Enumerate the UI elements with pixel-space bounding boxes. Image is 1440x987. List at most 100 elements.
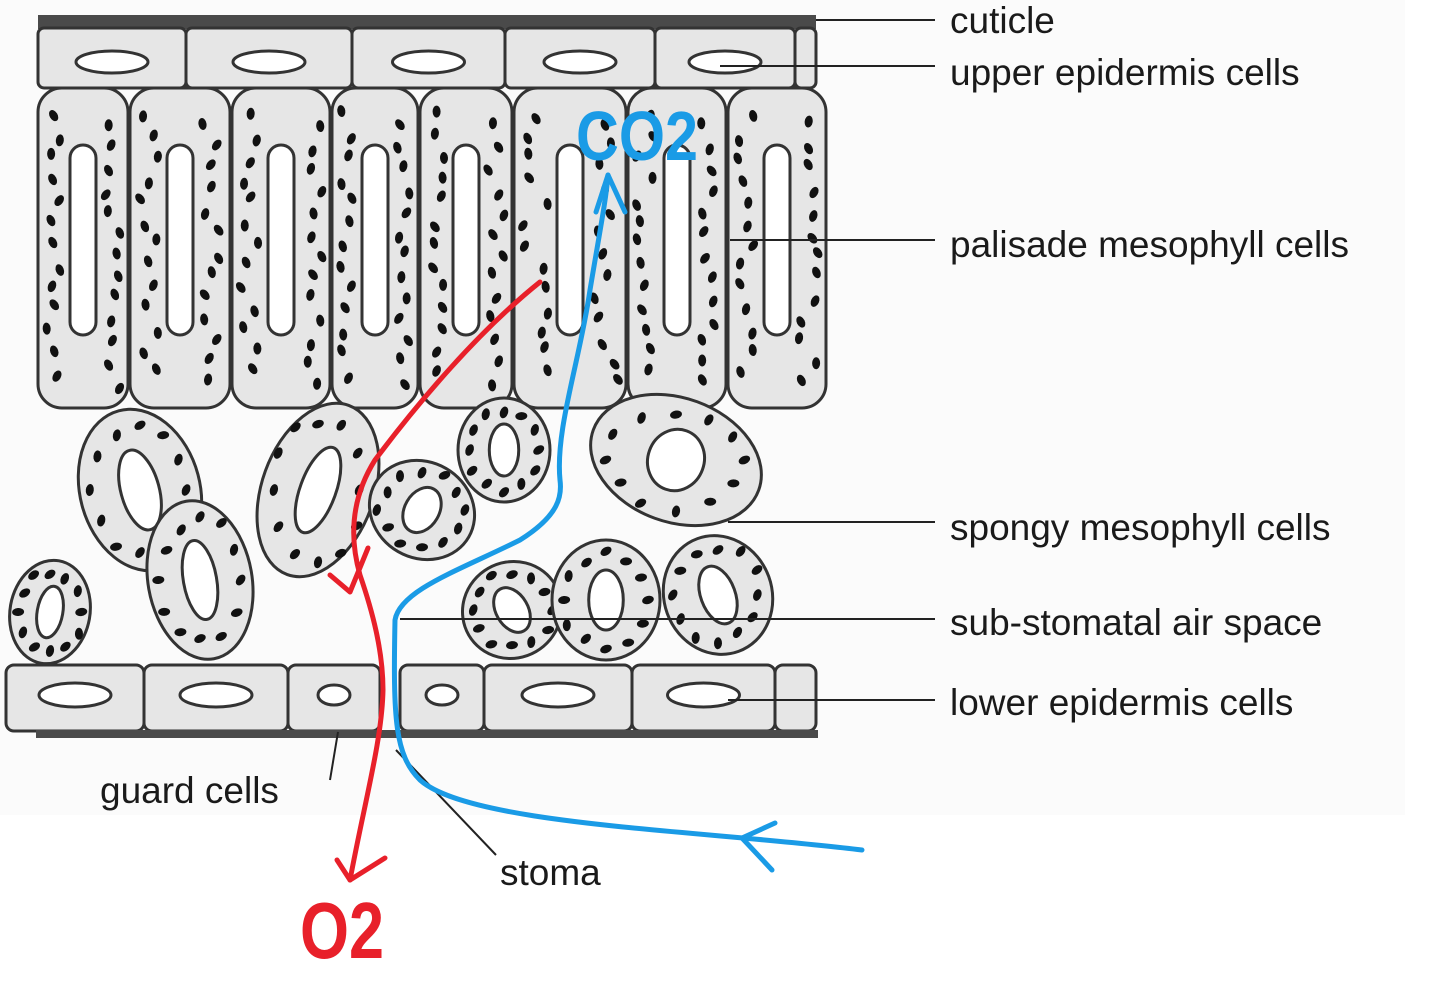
chloroplast [157, 431, 170, 440]
chloroplast [644, 363, 653, 376]
chloroplast [590, 292, 599, 305]
chloroplast [803, 158, 813, 171]
chloroplast [632, 150, 642, 162]
cell-nucleus [687, 49, 763, 75]
chloroplast [204, 352, 214, 365]
chloroplast [181, 484, 191, 496]
chloroplast [289, 549, 301, 560]
chloroplast [485, 570, 497, 581]
chloroplast [312, 419, 324, 429]
lower-epidermis [4, 663, 818, 738]
chloroplast [403, 335, 413, 347]
chloroplast [436, 190, 446, 202]
chloroplast [636, 619, 649, 628]
chloroplast [254, 236, 263, 249]
chloroplast [400, 245, 409, 258]
chloroplast [430, 127, 439, 140]
chloroplast [430, 221, 440, 233]
chloroplast [240, 177, 249, 190]
chloroplast [158, 607, 171, 616]
cell-vacuole [360, 143, 390, 337]
chloroplast [215, 631, 227, 642]
chloroplast [309, 207, 318, 220]
chloroplast [648, 171, 657, 184]
chloroplast [139, 110, 148, 123]
chloroplast [648, 131, 659, 142]
chloroplast [562, 619, 571, 632]
chloroplast [543, 198, 552, 210]
chloroplast [506, 641, 518, 650]
chloroplast [306, 162, 316, 175]
chloroplast [28, 570, 39, 580]
chloroplast [153, 150, 162, 163]
chloroplast [207, 266, 216, 279]
chloroplast [533, 445, 545, 455]
chloroplast [143, 255, 153, 268]
label-upper-epidermis: upper epidermis cells [950, 52, 1300, 93]
cell-vacuole [555, 143, 585, 337]
chloroplast [240, 219, 249, 232]
chloroplast [603, 269, 612, 281]
chloroplast [49, 110, 59, 122]
chloroplast [488, 379, 497, 392]
chloroplast [709, 185, 718, 197]
chloroplast [195, 511, 205, 523]
chloroplast [213, 224, 224, 236]
label-guard-cells: guard cells [100, 770, 279, 811]
chloroplast [253, 342, 262, 355]
chloroplast [345, 215, 354, 228]
chloroplast [141, 298, 150, 311]
chloroplast [308, 145, 317, 158]
cell-vacuole [487, 422, 521, 478]
chloroplast [809, 186, 819, 199]
cell-vacuole [180, 539, 220, 621]
chloroplast [47, 280, 57, 293]
chloroplast [597, 339, 607, 351]
chloroplast [634, 498, 647, 508]
chloroplast [113, 270, 123, 283]
chloroplast [306, 339, 315, 352]
chloroplast [432, 346, 442, 358]
chloroplast [316, 314, 325, 327]
co2-diffusion-arrow [391, 172, 865, 873]
chloroplast [728, 431, 738, 443]
chloroplast [140, 220, 150, 233]
chloroplast [606, 137, 615, 150]
chloroplast [540, 341, 549, 353]
cell-nucleus [231, 49, 307, 75]
chloroplast [307, 231, 316, 244]
chloroplast [135, 193, 145, 205]
chloroplast [45, 645, 55, 657]
chloroplast [474, 586, 485, 598]
cell-nucleus [542, 49, 618, 75]
chloroplast [733, 152, 742, 165]
chloroplast [372, 504, 381, 516]
chloroplast [543, 307, 552, 320]
chloroplast [337, 105, 346, 118]
label-palisade: palisade mesophyll cells [950, 224, 1349, 265]
chloroplast [317, 186, 327, 198]
chloroplast [393, 141, 402, 154]
chloroplast [708, 295, 718, 308]
o2-label: O2 [300, 886, 384, 975]
chloroplast [600, 644, 612, 654]
chloroplast [149, 279, 158, 292]
chloroplast [134, 420, 146, 430]
chloroplast [395, 119, 405, 131]
chloroplast [642, 323, 651, 336]
chloroplast [149, 129, 158, 142]
chloroplast [524, 172, 535, 184]
chloroplast [704, 414, 714, 426]
chloroplast [734, 135, 744, 148]
chloroplast [48, 236, 58, 249]
cell-vacuole [117, 448, 163, 532]
chloroplast [605, 209, 615, 221]
chloroplast [42, 322, 51, 335]
chloroplast [812, 247, 823, 259]
chloroplast [595, 157, 604, 170]
chloroplast [705, 143, 714, 156]
chloroplast [397, 271, 406, 284]
chloroplast [541, 280, 550, 293]
chloroplast [400, 379, 410, 391]
chloroplast [214, 252, 224, 265]
